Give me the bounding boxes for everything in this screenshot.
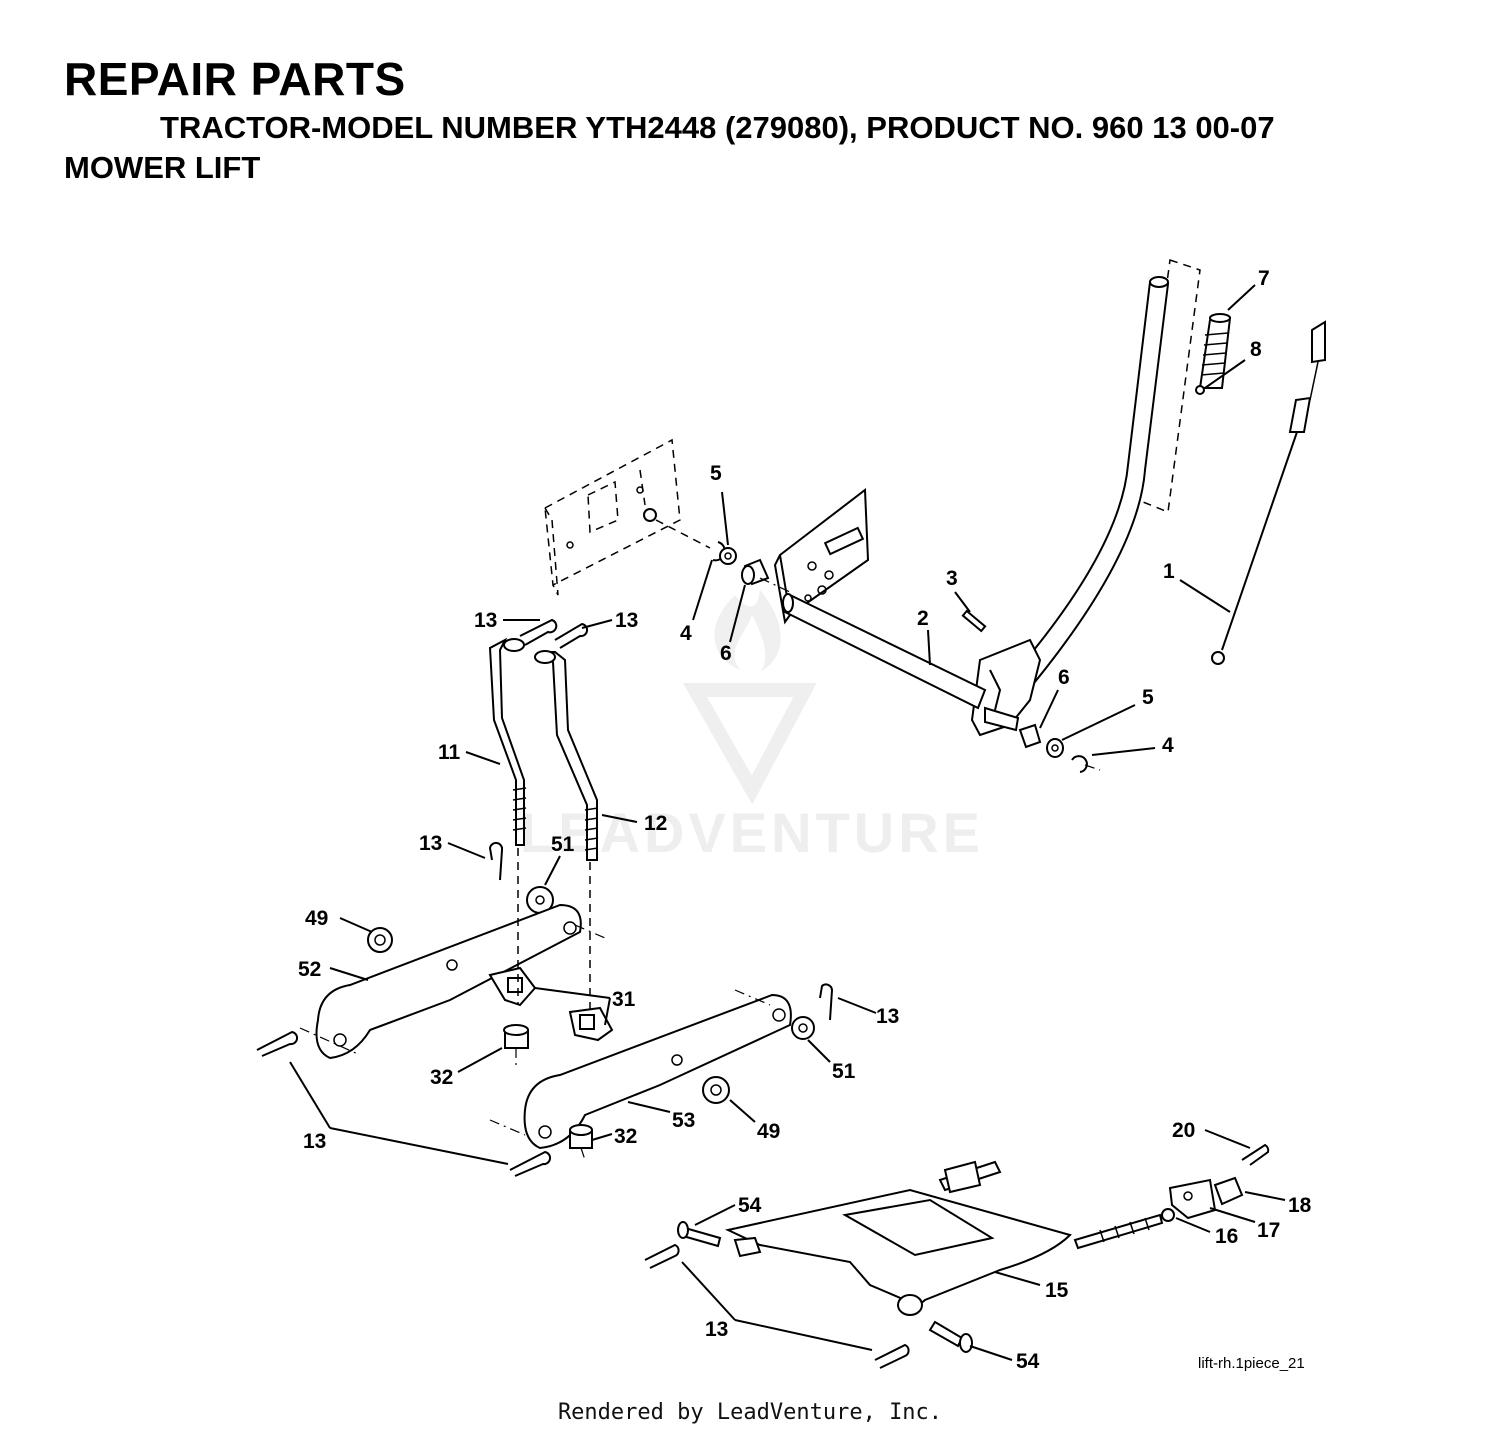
lift-arm-52: [299, 903, 606, 1060]
page-title: REPAIR PARTS: [64, 53, 406, 105]
callout-4-right: 4: [1162, 734, 1174, 757]
bolt-54a: [677, 1221, 722, 1248]
handle-grip-outline: [1137, 259, 1201, 514]
callout-17: 17: [1257, 1219, 1280, 1242]
frame-plate-outline: [544, 438, 711, 596]
section-title: MOWER LIFT: [64, 150, 261, 185]
callout-1: 1: [1163, 560, 1175, 583]
callout-12: 12: [644, 812, 667, 835]
callout-13-f: 13: [705, 1318, 728, 1341]
drawing-reference: lift-rh.1piece_21: [1198, 1355, 1305, 1372]
callout-32-b: 32: [614, 1125, 637, 1148]
key-3: [961, 609, 987, 633]
callout-49-b: 49: [757, 1120, 780, 1143]
lift-plate-15: [724, 1160, 1164, 1316]
callout-13-a: 13: [474, 609, 497, 632]
callout-7: 7: [1258, 267, 1270, 290]
callout-51-a: 51: [551, 833, 575, 856]
handle-grip-7: [1198, 313, 1232, 389]
hairpin-clips: [256, 618, 1270, 1369]
callout-52: 52: [298, 958, 321, 981]
callout-49-a: 49: [305, 907, 328, 930]
callout-20: 20: [1172, 1119, 1195, 1142]
washer-16: [1161, 1208, 1175, 1222]
washer-51b: [791, 1016, 815, 1040]
callout-13-d: 13: [876, 1005, 899, 1028]
nut-49b: [702, 1076, 730, 1104]
callout-13-c: 13: [419, 832, 442, 855]
callout-54-a: 54: [738, 1194, 762, 1217]
callout-8: 8: [1250, 338, 1262, 361]
callout-11: 11: [438, 741, 461, 764]
nut-49a: [367, 927, 393, 953]
callout-31: 31: [612, 988, 636, 1011]
lift-lever-assembly: [773, 276, 1170, 737]
callout-6-left: 6: [720, 642, 732, 665]
callout-6-right: 6: [1058, 666, 1070, 689]
callout-18: 18: [1288, 1194, 1312, 1217]
trunnion-31b: [568, 1006, 614, 1042]
yoke-17: [1168, 1178, 1217, 1220]
callout-13-b: 13: [615, 609, 638, 632]
callout-16: 16: [1215, 1225, 1238, 1248]
callout-15: 15: [1045, 1279, 1069, 1302]
leader-lines: [289, 284, 1286, 1361]
lift-link-11: [488, 637, 527, 846]
callout-4-left: 4: [680, 622, 692, 645]
callout-32-a: 32: [430, 1066, 453, 1089]
right-pivot-hardware: [1018, 723, 1101, 773]
model-subtitle: TRACTOR-MODEL NUMBER YTH2448 (279080), P…: [160, 110, 1275, 145]
callout-2: 2: [917, 607, 929, 630]
lift-link-12: [534, 650, 599, 861]
left-pivot-hardware: [712, 541, 791, 593]
callout-3: 3: [946, 567, 958, 590]
button-8: [1195, 385, 1205, 395]
callout-numbers: 7 8 1 5 4 6 3 2 6 5 4 13 13 11 12 13 51 …: [298, 267, 1312, 1373]
nut-32a: [503, 1024, 529, 1049]
callout-5-top: 5: [710, 462, 722, 485]
footer-credit: Rendered by LeadVenture, Inc.: [557, 1400, 943, 1425]
trunnion-31a: [488, 966, 537, 1007]
callout-13-e: 13: [303, 1130, 326, 1153]
lift-arm-53: [489, 989, 792, 1150]
lift-rod-1: [1211, 320, 1326, 665]
nut-32b: [569, 1124, 593, 1149]
bolt-54b: [928, 1320, 973, 1353]
callout-5-right: 5: [1142, 686, 1154, 709]
callout-53: 53: [672, 1109, 695, 1132]
callout-54-b: 54: [1016, 1350, 1040, 1373]
callout-51-b: 51: [832, 1060, 856, 1083]
nut-18: [1213, 1176, 1244, 1206]
